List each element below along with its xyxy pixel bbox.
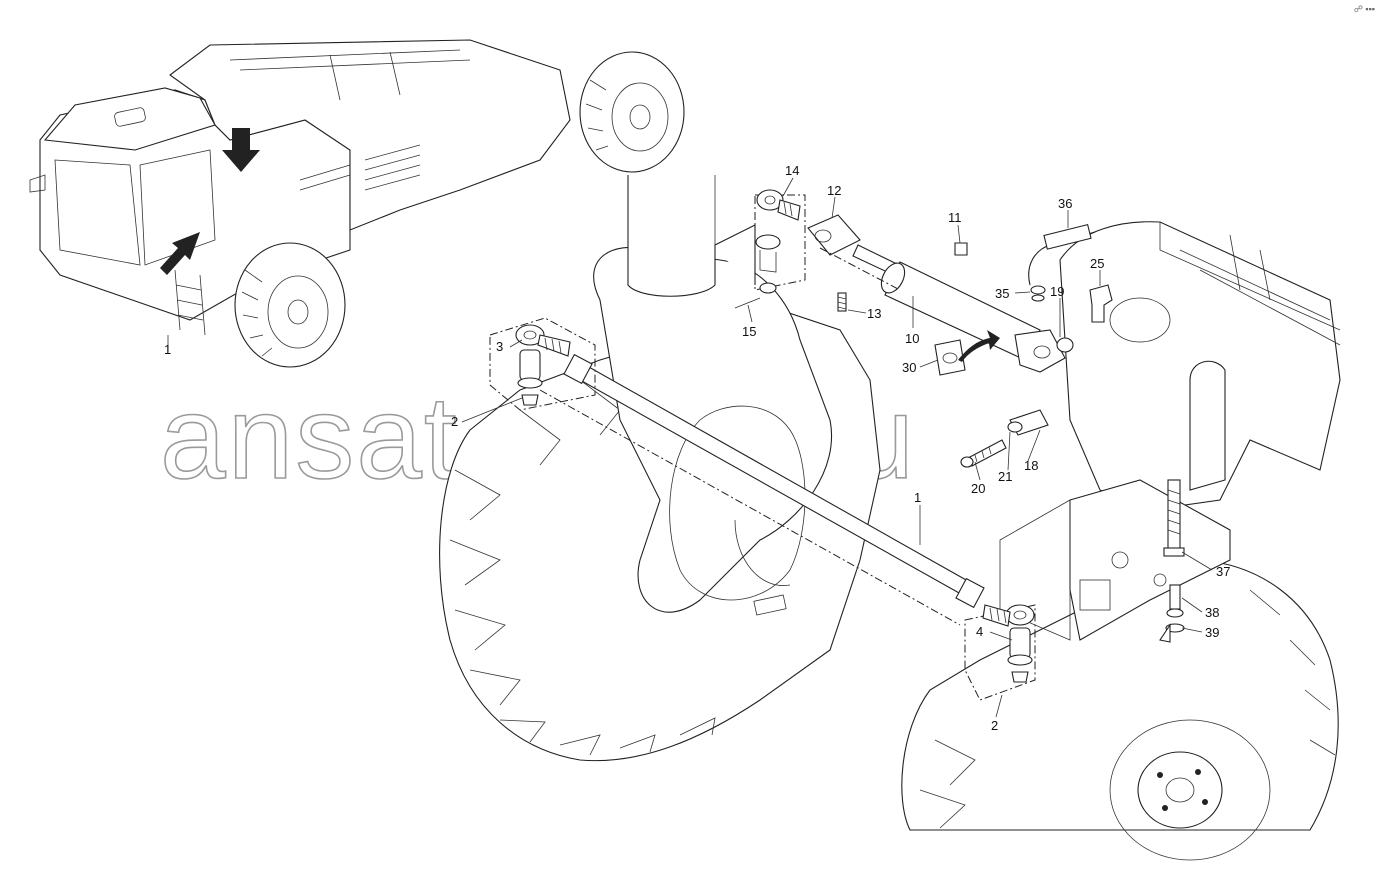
left-wheel bbox=[439, 175, 881, 762]
steering-cylinder bbox=[734, 189, 1113, 468]
callout-25: 25 bbox=[1090, 256, 1104, 271]
callout-2-left: 2 bbox=[451, 414, 458, 429]
callout-2-right: 2 bbox=[991, 718, 998, 733]
callout-12: 12 bbox=[827, 183, 841, 198]
callout-3: 3 bbox=[496, 339, 503, 354]
corner-mark: ☍ ▪▪▪ bbox=[1353, 4, 1375, 14]
callout-20: 20 bbox=[971, 481, 985, 496]
callout-leaders bbox=[461, 177, 1213, 718]
callout-labels: 14 12 11 36 25 35 19 13 15 10 30 3 2 21 … bbox=[451, 163, 1230, 733]
callout-36: 36 bbox=[1058, 196, 1072, 211]
callout-38: 38 bbox=[1205, 605, 1219, 620]
chassis-frame bbox=[999, 221, 1341, 643]
callout-19: 19 bbox=[1050, 284, 1064, 299]
right-ball-joint bbox=[964, 604, 1036, 701]
callout-39: 39 bbox=[1205, 625, 1219, 640]
callout-15: 15 bbox=[742, 324, 756, 339]
machine-overview-inset: 1 bbox=[29, 39, 685, 368]
right-wheel bbox=[901, 559, 1339, 861]
callout-10: 10 bbox=[905, 331, 919, 346]
callout-30: 30 bbox=[902, 360, 916, 375]
tie-rod-assembly bbox=[539, 353, 985, 626]
left-ball-joint bbox=[489, 317, 596, 411]
callout-21: 21 bbox=[998, 469, 1012, 484]
callout-4: 4 bbox=[976, 624, 983, 639]
callout-13: 13 bbox=[867, 306, 881, 321]
callout-37: 37 bbox=[1216, 564, 1230, 579]
callout-18: 18 bbox=[1024, 458, 1038, 473]
callout-1: 1 bbox=[914, 490, 921, 505]
callout-35: 35 bbox=[995, 286, 1009, 301]
callout-14: 14 bbox=[785, 163, 799, 178]
inset-label: 1 bbox=[164, 342, 171, 357]
callout-11: 11 bbox=[948, 210, 962, 225]
